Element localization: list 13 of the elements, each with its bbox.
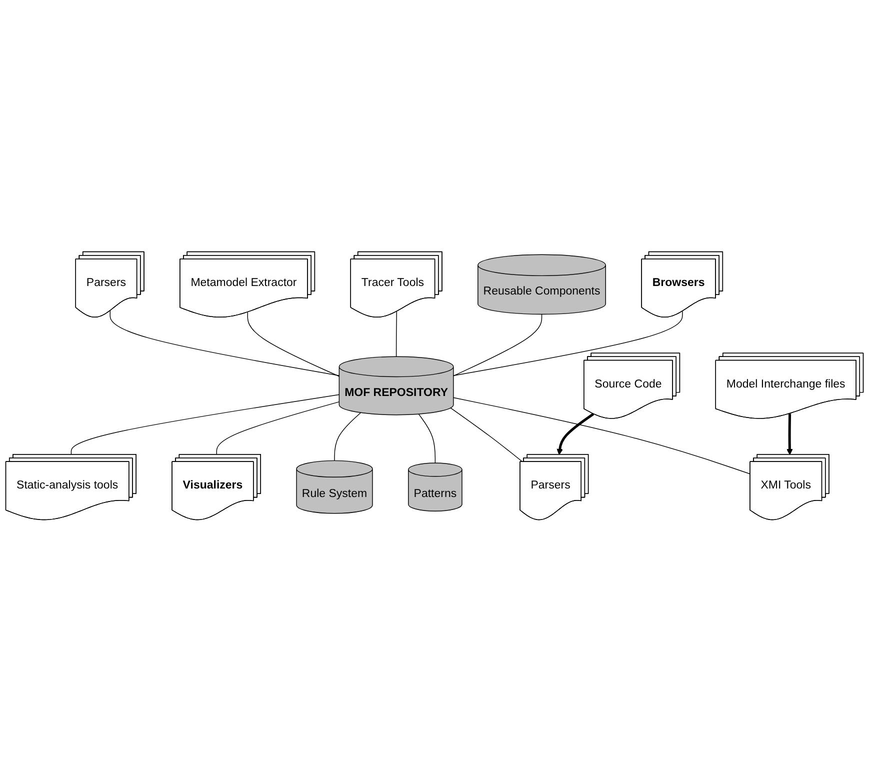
connector	[110, 310, 340, 376]
connector	[216, 402, 340, 456]
connector	[453, 311, 683, 376]
connector	[334, 412, 362, 462]
connector	[70, 394, 340, 456]
connector	[418, 414, 436, 464]
arrow	[556, 413, 594, 456]
connector	[396, 312, 398, 358]
connector	[247, 312, 340, 377]
arrow	[786, 414, 793, 456]
connector	[453, 398, 751, 475]
connector	[453, 314, 542, 377]
connector	[450, 408, 523, 463]
